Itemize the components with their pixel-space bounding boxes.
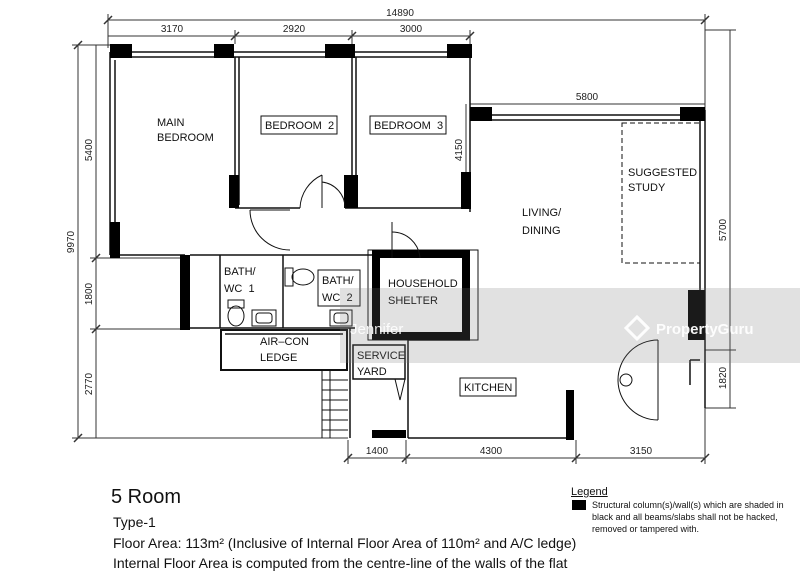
dimension-lines [72, 14, 736, 464]
living-dining-label-1: LIVING/ [522, 207, 562, 219]
walls [109, 51, 706, 439]
dim-right-lower: 1820 [718, 366, 729, 389]
watermark-brand: PropertyGuru [656, 321, 754, 338]
dim-left-bottom: 2770 [84, 372, 95, 395]
main-bedroom-label-1: MAIN [157, 117, 185, 129]
legend-title: Legend [571, 486, 608, 498]
dim-overall-width: 14890 [386, 8, 414, 19]
bedroom-3-label: BEDROOM 3 [374, 120, 443, 132]
household-shelter-label-2: SHELTER [388, 295, 438, 307]
watermark: Jennifer PropertyGuru [340, 288, 800, 363]
dim-top-2: 2920 [283, 24, 306, 35]
dim-left-overall: 9970 [66, 230, 77, 253]
household-shelter-label-1: HOUSEHOLD [388, 278, 458, 290]
air-con-ledge-label-1: AIR–CON [260, 336, 309, 348]
main-bedroom-label-2: BEDROOM [157, 132, 214, 144]
internal-area-note: Internal Floor Area is computed from the… [113, 555, 568, 571]
suggested-study-label-1: SUGGESTED [628, 167, 697, 179]
bath-wc-2-label-1: BATH/ [322, 275, 355, 287]
dim-left-top: 5400 [84, 138, 95, 161]
air-con-ledge-label-2: LEDGE [260, 352, 297, 364]
structural-walls [110, 44, 705, 440]
bath-wc-1-label-1: BATH/ [224, 266, 257, 278]
dim-left-middle: 1800 [84, 282, 95, 305]
bedroom-2-label: BEDROOM 2 [265, 120, 334, 132]
watermark-agent-name: Jennifer [350, 321, 403, 338]
bath-wc-2-label-2: WC 2 [322, 292, 353, 304]
living-dining-label-2: DINING [522, 225, 561, 237]
dim-living-width: 5800 [576, 92, 599, 103]
dim-living-height: 4150 [454, 138, 465, 161]
dimension-labels: 14890 3170 2920 3000 5800 9970 5400 1800… [66, 8, 729, 457]
service-yard-label-1: SERVICE [357, 350, 405, 362]
dim-bottom-2: 4300 [480, 446, 503, 457]
fixtures [227, 267, 353, 327]
legend-text: Structural column(s)/wall(s) which are s… [592, 500, 784, 534]
dim-bottom-1: 1400 [366, 446, 389, 457]
dim-top-1: 3170 [161, 24, 184, 35]
flat-subtype: Type-1 [113, 514, 156, 530]
kitchen-label: KITCHEN [464, 382, 512, 394]
flat-type-title: 5 Room [111, 486, 182, 508]
service-yard-label-2: YARD [357, 366, 387, 378]
dim-bottom-3: 3150 [630, 446, 653, 457]
bath-wc-1-label-2: WC 1 [224, 283, 255, 295]
dim-right-upper: 5700 [718, 218, 729, 241]
doors [249, 174, 659, 421]
propertyguru-logo-icon [623, 314, 651, 342]
dim-top-3: 3000 [400, 24, 423, 35]
floor-area-text: Floor Area: 113m² (Inclusive of Internal… [113, 535, 577, 551]
legend-swatch [572, 500, 586, 510]
suggested-study-label-2: STUDY [628, 182, 666, 194]
room-labels: MAIN BEDROOM BEDROOM 2 BEDROOM 3 LIVING/… [157, 115, 697, 397]
